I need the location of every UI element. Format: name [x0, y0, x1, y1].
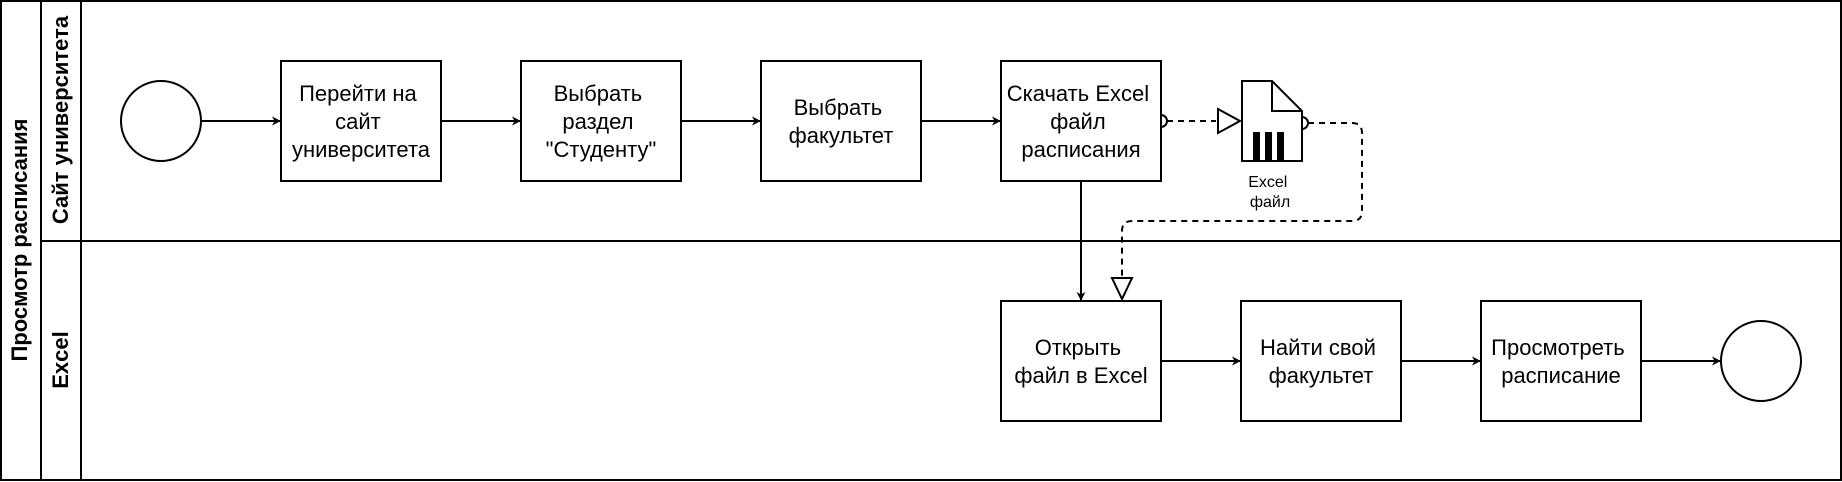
task-label-line: Просмотреть [1491, 335, 1625, 360]
spreadsheet-icon [1253, 132, 1284, 160]
task-perejti-na-sajt[interactable]: Перейти на сайт университета [280, 60, 442, 182]
task-label-line: университета [292, 137, 431, 162]
svg-text:Выбрать факультет: Выбрать факультет [789, 95, 894, 148]
end-event[interactable] [1720, 320, 1802, 402]
sequence-flows [201, 116, 1721, 366]
task-skachat-excel[interactable]: Скачать Excel файл расписания [1000, 60, 1162, 182]
svg-text:Просмотреть расписание: Просмотреть расписание [1491, 335, 1631, 388]
lane-label-site: Сайт университета [48, 15, 73, 224]
task-label-line: расписание [1501, 363, 1621, 388]
data-object-label-line: Excel [1248, 174, 1287, 191]
task-label-line: факультет [789, 123, 894, 148]
task-label-line: сайт [335, 109, 381, 134]
task-vybrat-fakultet[interactable]: Выбрать факультет [760, 60, 922, 182]
task-label-line: Перейти на [299, 81, 417, 106]
task-label-line: Выбрать [794, 95, 883, 120]
svg-text:Открыть файл в Excel: Открыть файл в Excel [1014, 335, 1147, 388]
task-label-line: факультет [1269, 363, 1374, 388]
task-otkryt-fajl[interactable]: Открыть файл в Excel [1000, 300, 1162, 422]
svg-text:Перейти на сайт ун: Перейти на сайт университета [292, 81, 431, 162]
task-najti-fakultet[interactable]: Найти свой факультет [1240, 300, 1402, 422]
task-label-line: расписания [1021, 137, 1140, 162]
task-label-line: файл в Excel [1014, 363, 1147, 388]
task-label-line: Выбрать [554, 81, 643, 106]
svg-text:Найти свой факультет: Найти свой факультет [1260, 335, 1382, 388]
task-label-line: Скачать Excel [1007, 81, 1149, 106]
pool-label: Просмотр расписания [7, 119, 32, 362]
svg-text:Excel файл: Excel файл [1248, 174, 1292, 211]
task-label-line: Найти свой [1260, 335, 1376, 360]
svg-text:Выбрать раздел "Ст: Выбрать раздел "Студенту" [546, 81, 657, 162]
start-event[interactable] [120, 80, 202, 162]
task-label-line: Открыть [1035, 335, 1121, 360]
data-object-label-line: файл [1250, 194, 1290, 211]
task-prosmotret-raspisanie[interactable]: Просмотреть расписание [1480, 300, 1642, 422]
task-label-line: раздел [562, 109, 633, 134]
lane-label-excel: Excel [48, 331, 73, 389]
task-label-line: файл [1050, 109, 1105, 134]
task-vybrat-razdel[interactable]: Выбрать раздел "Студенту" [520, 60, 682, 182]
svg-text:Скачать Excel файл: Скачать Excel файл расписания [1007, 81, 1156, 162]
data-object-excel-file[interactable]: Excel файл [1241, 80, 1303, 211]
task-label-line: "Студенту" [546, 137, 657, 162]
